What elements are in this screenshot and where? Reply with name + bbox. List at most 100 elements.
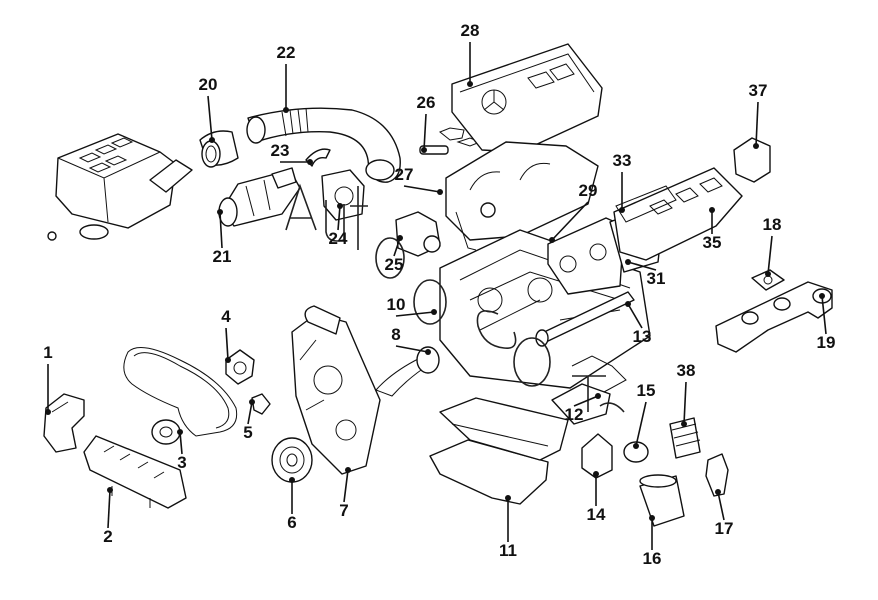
- callout-number: 18: [763, 215, 782, 234]
- leader-dot: [45, 409, 51, 415]
- callout-12: 12: [565, 393, 601, 424]
- exhaust-manifold: [715, 281, 833, 353]
- callout-17: 17: [715, 489, 734, 538]
- callout-number: 21: [213, 247, 232, 266]
- leader-dot: [431, 309, 437, 315]
- engine-mount: [581, 433, 613, 479]
- callout-22: 22: [277, 43, 296, 113]
- callout-number: 15: [637, 381, 656, 400]
- callout-number: 19: [817, 333, 836, 352]
- cylinder-head-cover: [451, 43, 603, 153]
- leader-dot: [753, 143, 759, 149]
- callout-16: 16: [643, 515, 662, 568]
- callout-20: 20: [199, 75, 217, 143]
- callout-number: 24: [329, 229, 348, 248]
- callout-number: 33: [613, 151, 632, 170]
- bracket-rail: [83, 435, 187, 509]
- leader-line: [423, 113, 427, 151]
- callout-number: 1: [43, 343, 52, 362]
- callout-number: 26: [417, 93, 436, 112]
- leader-dot: [681, 421, 687, 427]
- callout-26: 26: [417, 93, 436, 153]
- callout-number: 8: [391, 325, 400, 344]
- callout-37: 37: [749, 81, 767, 149]
- leader-dot: [649, 515, 655, 521]
- small-bolt-sensor: [251, 393, 271, 415]
- leader-dot: [397, 235, 403, 241]
- water-pump: [551, 355, 627, 425]
- callout-number: 14: [587, 505, 606, 524]
- callout-number: 35: [703, 233, 722, 252]
- leader-dot: [107, 487, 113, 493]
- callout-19: 19: [817, 293, 836, 352]
- callout-6: 6: [287, 477, 297, 532]
- leader-dot: [633, 443, 639, 449]
- leader-line: [225, 327, 229, 361]
- drive-belt: [123, 347, 238, 437]
- callout-number: 4: [221, 307, 231, 326]
- callout-number: 17: [715, 519, 734, 538]
- leader-dot: [425, 349, 431, 355]
- leader-dot: [505, 495, 511, 501]
- leader-dot: [217, 209, 223, 215]
- callout-11: 11: [499, 495, 517, 560]
- leader-line: [627, 261, 657, 271]
- leader-line: [627, 303, 643, 329]
- leader-dot: [209, 137, 215, 143]
- temperature-sensor: [705, 453, 729, 497]
- leader-line: [767, 235, 773, 275]
- callout-23: 23: [271, 141, 313, 165]
- leader-dot: [177, 429, 183, 435]
- callout-1: 1: [43, 343, 53, 415]
- callout-number: 10: [387, 295, 406, 314]
- callout-number: 16: [643, 549, 662, 568]
- leader-line: [207, 95, 213, 141]
- leader-dot: [225, 357, 231, 363]
- callout-10: 10: [387, 295, 437, 317]
- leader-dot: [595, 393, 601, 399]
- leader-line: [247, 401, 253, 425]
- watermark: [285, 183, 625, 413]
- position-sensor: [225, 349, 255, 385]
- callout-number: 11: [499, 541, 517, 560]
- callout-number: 3: [177, 453, 186, 472]
- leader-line: [717, 491, 725, 521]
- valve-cover-right: [613, 167, 743, 261]
- leader-dot: [619, 207, 625, 213]
- intake-boot: [199, 130, 239, 168]
- callout-27: 27: [395, 165, 443, 195]
- leader-dot: [709, 207, 715, 213]
- callout-layer: 1234567810111213141516171819202122232425…: [43, 21, 835, 568]
- callout-5: 5: [243, 399, 255, 442]
- callout-number: 5: [243, 423, 252, 442]
- callout-35: 35: [703, 207, 722, 252]
- callout-number: 13: [633, 327, 652, 346]
- leader-line: [573, 395, 599, 407]
- cover-gasket: [615, 185, 677, 223]
- callout-25: 25: [385, 235, 404, 274]
- throttle-body: [321, 169, 365, 221]
- callout-number: 23: [271, 141, 290, 160]
- callout-number: 29: [579, 181, 598, 200]
- leader-line: [337, 205, 341, 231]
- leader-line: [107, 489, 111, 529]
- callout-number: 6: [287, 513, 296, 532]
- callout-29: 29: [549, 181, 597, 243]
- leader-dot: [249, 399, 255, 405]
- callout-8: 8: [391, 325, 431, 355]
- callout-number: 28: [461, 21, 480, 40]
- leader-dot: [421, 147, 427, 153]
- mounting-bracket: [43, 393, 85, 453]
- leader-line: [179, 431, 183, 455]
- leader-dot: [715, 489, 721, 495]
- leader-line: [219, 211, 223, 249]
- leader-dot: [337, 203, 343, 209]
- callout-number: 25: [385, 255, 404, 274]
- callout-number: 27: [395, 165, 414, 184]
- leader-line: [635, 401, 647, 447]
- belt-loop: [375, 346, 440, 397]
- leader-dot: [593, 471, 599, 477]
- callout-number: 22: [277, 43, 296, 62]
- oil-filter: [639, 474, 685, 527]
- callout-number: 38: [677, 361, 696, 380]
